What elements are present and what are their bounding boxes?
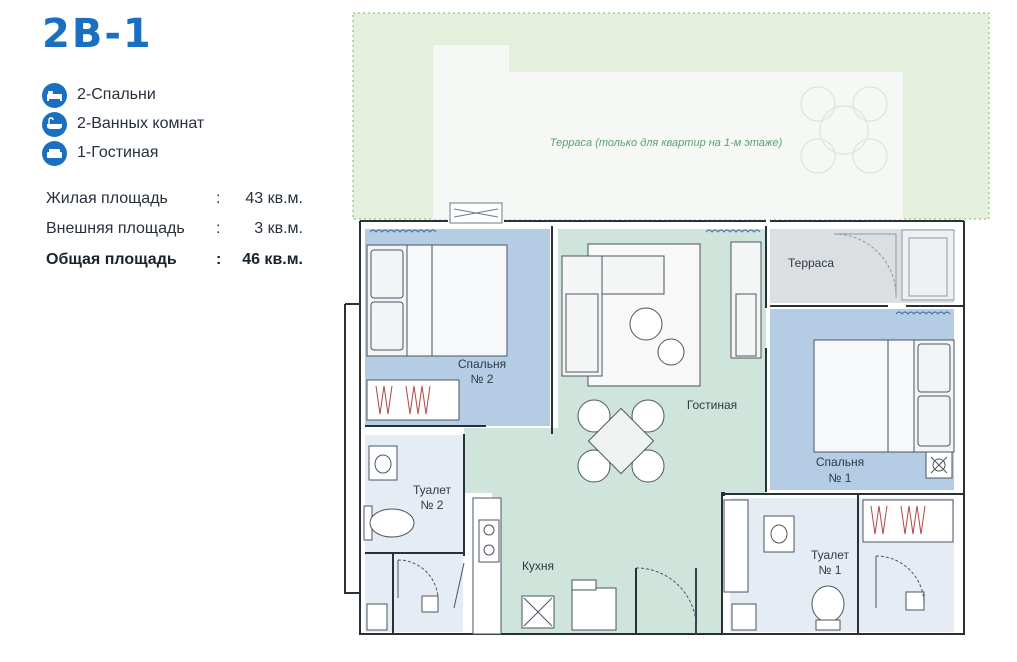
bedroom-1-number: № 1	[829, 471, 852, 485]
bed-icon	[42, 82, 67, 108]
feature-bathrooms: 2-Ванных комнат	[42, 111, 204, 137]
sofa-icon	[42, 140, 67, 166]
garden-terrace-area	[352, 12, 990, 220]
living-room-label: Гостиная	[687, 398, 737, 412]
living-area-label: Жилая площадь	[46, 190, 168, 207]
feature-living-label: 1-Гостиная	[77, 144, 159, 161]
feature-bedrooms: 2-Спальни	[42, 82, 156, 108]
living-area-separator: :	[216, 190, 221, 207]
kitchen-label: Кухня	[522, 559, 554, 573]
feature-bathrooms-label: 2-Ванных комнат	[77, 115, 205, 132]
walls	[344, 220, 965, 635]
outdoor-area-value: 3 кв.м.	[254, 220, 303, 237]
feature-living: 1-Гостиная	[42, 140, 158, 166]
toilet-1-label: Туалет	[811, 548, 849, 562]
outdoor-area-label: Внешняя площадь	[46, 220, 185, 237]
unit-info-panel: 2B-1 2-Спальни 2-Ванных комнат 1-Гостина…	[0, 0, 340, 300]
living-area-value: 43 кв.м.	[245, 190, 303, 207]
dining-table-icon	[577, 399, 665, 483]
small-terrace-label: Терраса	[788, 256, 834, 270]
toilet-2-label: Туалет	[413, 483, 451, 497]
total-area-label: Общая площадь	[46, 251, 177, 268]
bedroom-1-label: Спальня	[816, 455, 864, 469]
bedroom-2-label: Спальня	[458, 357, 506, 371]
outdoor-area-separator: :	[216, 220, 221, 237]
bedroom-2-number: № 2	[471, 372, 494, 386]
bathtub-icon	[42, 111, 67, 137]
unit-title: 2B-1	[42, 11, 153, 57]
feature-bedrooms-label: 2-Спальни	[77, 86, 156, 103]
toilet-1-number: № 1	[819, 563, 842, 577]
toilet-2-number: № 2	[421, 498, 444, 512]
total-area-value: 46 кв.м.	[242, 251, 303, 268]
total-area-separator: :	[216, 251, 222, 268]
floor-plan: Терраса (только для квартир на 1-м этаже…	[336, 8, 1014, 658]
garden-terrace-label: Терраса (только для квартир на 1-м этаже…	[550, 137, 783, 149]
